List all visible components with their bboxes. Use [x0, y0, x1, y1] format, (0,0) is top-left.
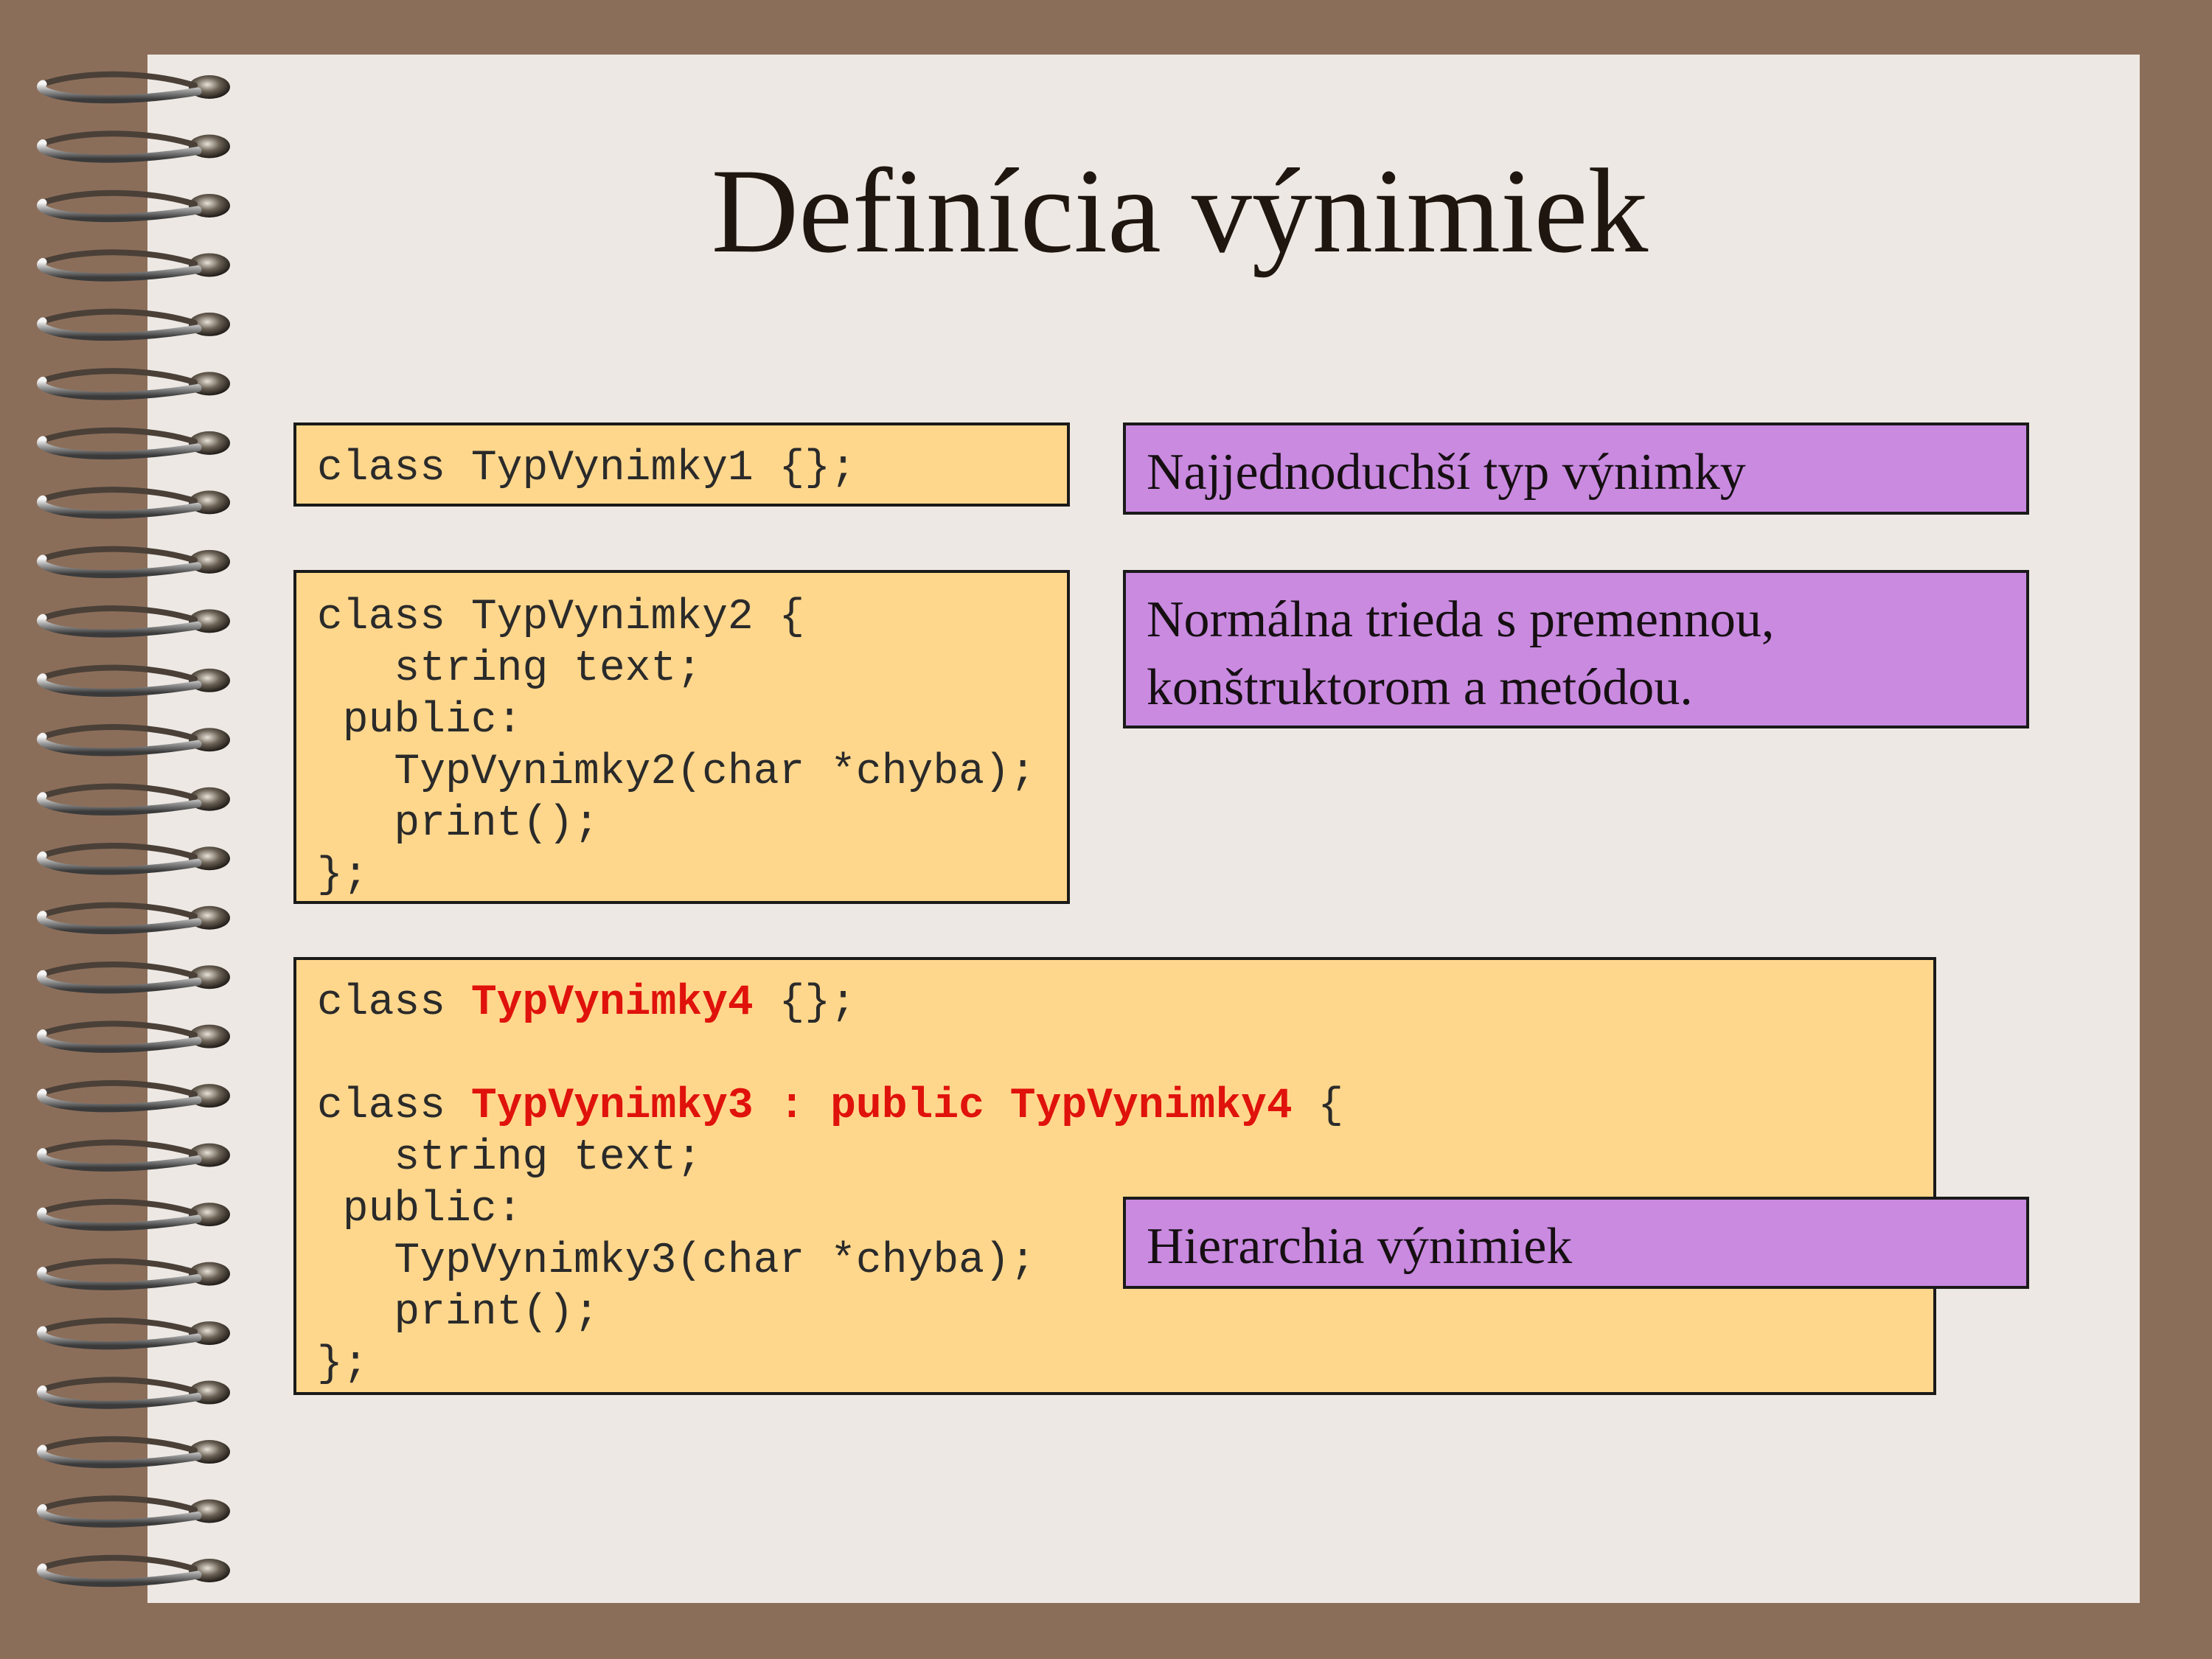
binding-wire [37, 911, 202, 934]
binding-wire [37, 1267, 202, 1290]
binding-wire [37, 80, 202, 104]
binding-wire [37, 732, 202, 757]
binding-wire [37, 1444, 202, 1469]
note-text: Hierarchia výnimiek [1147, 1218, 1573, 1275]
note-normal-class: Normálna trieda s premennou, konštruktor… [1123, 570, 2029, 728]
binding-wire [37, 1504, 202, 1528]
code-line: TypVynimky2(char *chyba); [317, 748, 1036, 796]
binding-wire-back [40, 1377, 198, 1394]
binding-wire [37, 1029, 202, 1053]
note-text: Normálna trieda s premennou, [1147, 591, 1775, 648]
binding-wire-back [40, 71, 198, 88]
binding-wire [37, 1088, 202, 1113]
code-line: class TypVynimky2 { [317, 594, 805, 641]
binding-wire [37, 851, 202, 875]
note-simplest-type: Najjednoduchší typ výnimky [1123, 422, 2029, 515]
binding-wire [37, 1563, 202, 1587]
note-hierarchy: Hierarchia výnimiek [1123, 1197, 2029, 1289]
binding-wire-back [40, 902, 198, 919]
binding-wire-back [40, 131, 198, 148]
code-line: }; [317, 852, 369, 900]
binding-wire [37, 970, 202, 994]
binding-wire-back [40, 368, 198, 386]
code-line: public: [317, 1186, 523, 1234]
binding-wire-back [40, 843, 198, 860]
binding-wire-back [40, 664, 198, 682]
code-token: {}; [753, 979, 856, 1027]
binding-wire [37, 554, 202, 579]
binding-wire-back [40, 427, 198, 445]
code-token: class [317, 1082, 471, 1130]
binding-wire-back [40, 1079, 198, 1098]
binding-wire [37, 436, 202, 460]
code-line: public: [317, 697, 523, 745]
code-line: TypVynimky3(char *chyba); [317, 1237, 1036, 1285]
binding-wire [37, 1385, 202, 1409]
binding-wire-back [40, 605, 198, 623]
binding-wire [37, 1326, 202, 1350]
binding-wire [37, 198, 202, 223]
code-block-simple: class TypVynimky1 {}; [293, 422, 1070, 507]
code-block-hierarchy: class TypVynimky4 {}; class TypVynimky3 … [293, 957, 1936, 1395]
code-token: class [317, 979, 471, 1027]
binding-wire [37, 792, 202, 815]
binding-wire-back [40, 1020, 198, 1038]
code-line: class TypVynimky4 {}; [317, 982, 856, 1025]
code-line: class TypVynimky1 {}; [317, 445, 856, 493]
binding-wire-back [40, 961, 198, 979]
binding-wire-back [40, 1495, 198, 1513]
code-block-normal-class: class TypVynimky2 { string text; public:… [293, 570, 1070, 904]
code-line: print(); [317, 1289, 599, 1337]
slide-title: Definícia výnimiek [711, 145, 1649, 278]
binding-wire-back [40, 1436, 198, 1454]
binding-wire [37, 139, 202, 163]
binding-wire-back [40, 189, 198, 207]
binding-wire-back [40, 487, 198, 504]
code-line: string text; [317, 1134, 703, 1182]
binding-wire-back [40, 1554, 198, 1572]
code-highlight: TypVynimky3 : public TypVynimky4 [470, 1082, 1293, 1130]
note-text: konštruktorom a metódou. [1147, 659, 1693, 716]
binding-wire-back [40, 783, 198, 801]
binding-wire [37, 376, 202, 400]
binding-wire [37, 613, 202, 638]
code-line: }; [317, 1340, 369, 1388]
binding-wire [37, 257, 202, 282]
binding-wire-back [40, 1139, 198, 1157]
binding-wire-back [40, 724, 198, 742]
binding-wire [37, 317, 202, 341]
code-highlight: TypVynimky4 [470, 979, 754, 1027]
spiral-binding-icon [37, 71, 230, 1587]
binding-wire-back [40, 308, 198, 326]
binding-wire [37, 1148, 202, 1172]
code-line: class TypVynimky3 : public TypVynimky4 { [317, 1085, 1343, 1128]
binding-wire [37, 495, 202, 519]
code-line: print(); [317, 800, 599, 848]
binding-wire-back [40, 1317, 198, 1335]
binding-wire [37, 673, 202, 698]
binding-wire [37, 1207, 202, 1231]
binding-wire-back [40, 249, 198, 267]
binding-wire-back [40, 1198, 198, 1217]
binding-wire-back [40, 1258, 198, 1276]
note-text: Najjednoduchší typ výnimky [1147, 444, 1746, 501]
code-line: string text; [317, 645, 703, 693]
binding-wire-back [40, 546, 198, 563]
code-token: { [1292, 1082, 1344, 1130]
